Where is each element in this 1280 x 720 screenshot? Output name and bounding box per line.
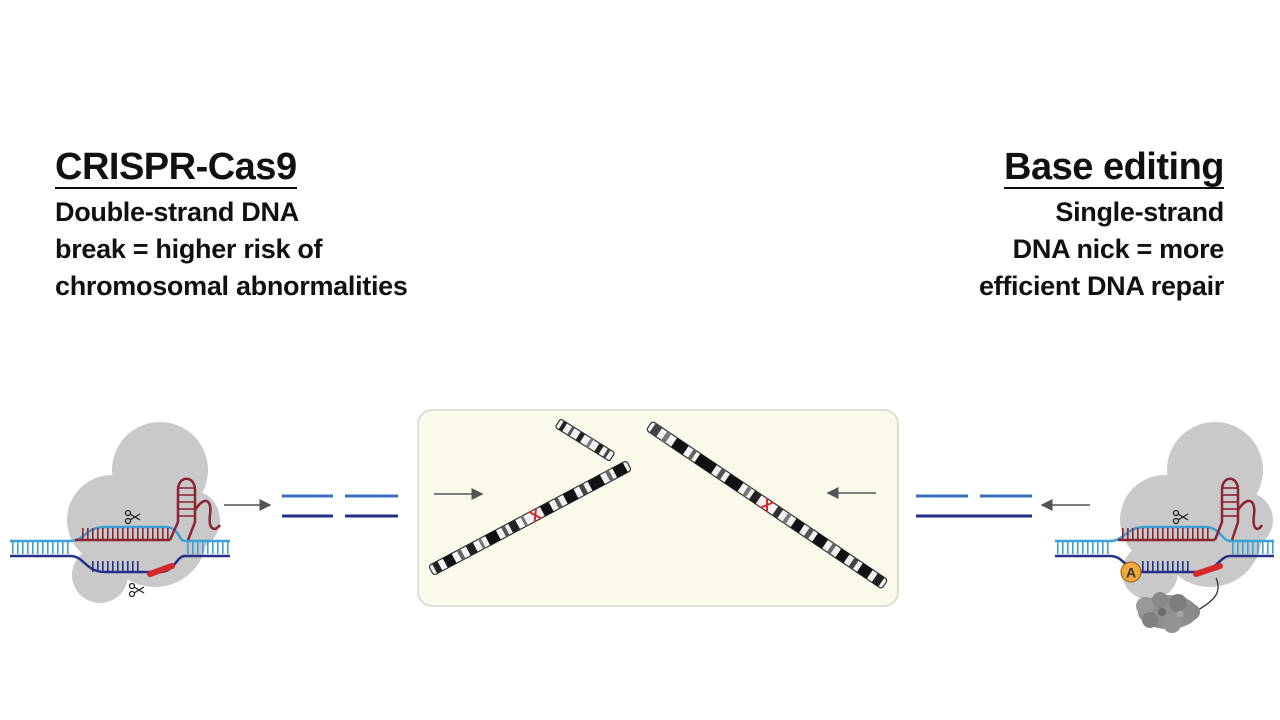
deaminase-linker	[1197, 577, 1219, 611]
chromosome-rearranged	[428, 461, 632, 575]
dna-double-helix	[1055, 525, 1274, 577]
base-editing-heading: Base editing	[1004, 146, 1224, 189]
crispr-description-line: Double-strand DNA	[55, 197, 299, 227]
chromosome-repaired	[646, 421, 888, 589]
adenine-base-label: A	[1126, 565, 1136, 581]
dna-double-helix	[10, 525, 230, 577]
cas9-complex	[10, 422, 230, 603]
guide-rna-hairpin	[1213, 477, 1264, 541]
chromosome-panel	[417, 409, 899, 607]
scissors-icon	[128, 582, 145, 598]
double-strand-break	[282, 494, 398, 518]
scissors-icon	[124, 509, 141, 525]
crispr-description-line: chromosomal abnormalities	[55, 271, 408, 301]
guide-rna-hairpin	[168, 477, 222, 541]
deaminase-enzyme	[1136, 592, 1200, 633]
single-strand-nick	[916, 494, 1032, 518]
crispr-description-line: break = higher risk of	[55, 234, 323, 264]
base-editing-description-line: DNA nick = more	[1012, 234, 1225, 264]
crispr-cas9-heading: CRISPR-Cas9	[55, 146, 297, 189]
base-editor-complex: A	[1055, 422, 1274, 633]
cas9-protein-blob	[67, 422, 220, 603]
crispr-cas9-description: Double-strand DNA break = higher risk of…	[55, 194, 408, 305]
base-editing-description-line: Single-strand	[1055, 197, 1224, 227]
base-editing-description-line: efficient DNA repair	[978, 271, 1224, 301]
base-editing-description: Single-strand DNA nick = more efficient …	[979, 194, 1224, 305]
chromosome-fragment	[555, 418, 615, 462]
adenine-base-badge: A	[1120, 561, 1142, 583]
scissors-icon	[1172, 509, 1189, 525]
